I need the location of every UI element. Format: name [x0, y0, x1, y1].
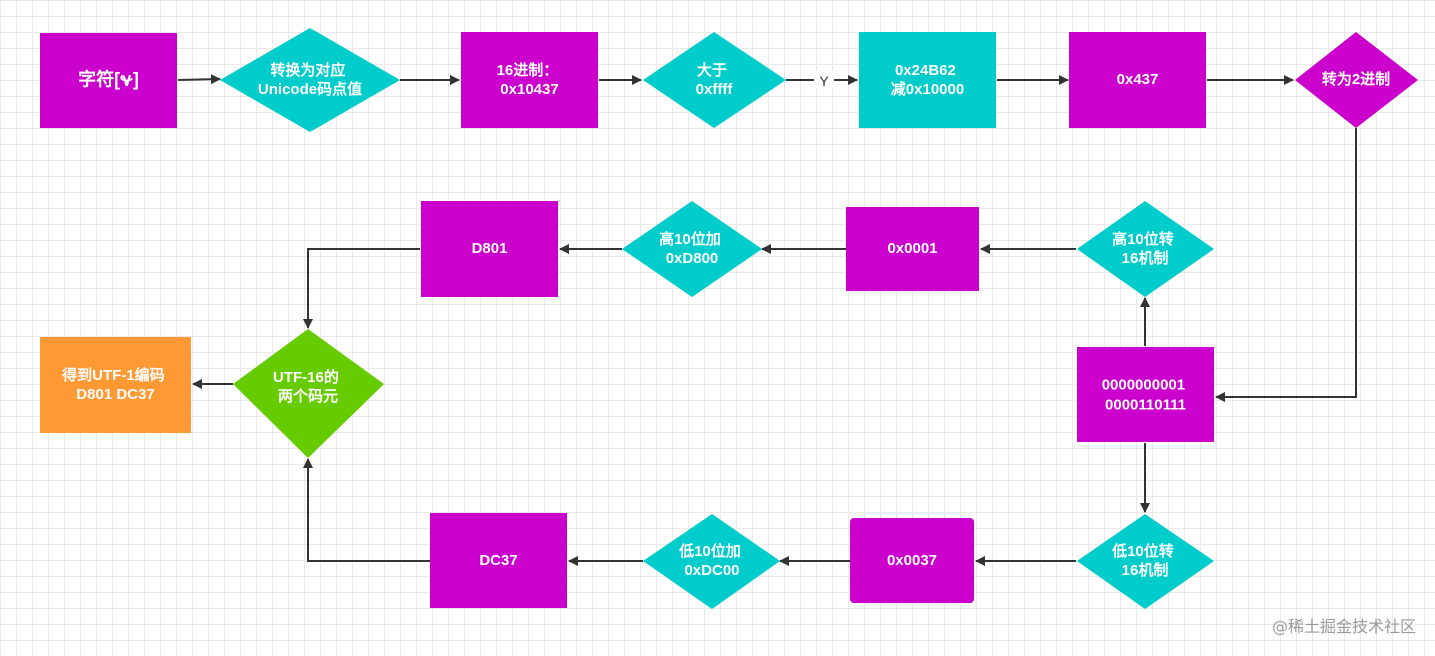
node-low-hex-line-1: 低10位转: [1111, 542, 1174, 560]
node-result-line-2: D801 DC37: [76, 386, 154, 403]
node-high-hex-line-1: 高10位转: [1112, 230, 1174, 248]
node-subtract-line-1: 0x24B62: [895, 62, 956, 79]
svg-text:低10位转 16机制: 低10位转 16机制: [1111, 542, 1178, 579]
node-utf16-units[interactable]: UTF-16的 两个码元: [233, 329, 384, 458]
svg-text:DC37: DC37: [479, 552, 517, 569]
node-char[interactable]: 字符[𐐷]: [40, 33, 177, 128]
node-result[interactable]: 得到UTF-1编码 D801 DC37: [40, 337, 191, 433]
node-to-unicode[interactable]: 转换为对应 Unicode码点值: [220, 28, 400, 132]
node-low-add-line-2: 0xDC00: [684, 562, 739, 579]
svg-text:低10位加 0xDC00: 低10位加 0xDC00: [678, 542, 745, 579]
node-subtract-line-2: 减0x10000: [891, 80, 964, 98]
svg-text:转换为对应 Unicode码点值: 转换为对应 Unicode码点值: [258, 61, 362, 98]
node-to-binary[interactable]: 转为2进制: [1295, 32, 1418, 128]
svg-text:大于 0xffff: 大于 0xffff: [696, 61, 734, 98]
node-char-line-1: 字符[𐐷]: [78, 68, 139, 89]
node-gt-ffff-line-1: 大于: [697, 61, 727, 79]
node-high-add[interactable]: 高10位加 0xD800: [622, 201, 762, 297]
svg-text:高10位转 16机制: 高10位转 16机制: [1112, 230, 1178, 267]
node-dc37[interactable]: DC37: [430, 513, 567, 608]
watermark: @稀土掘金技术社区: [1272, 617, 1416, 636]
node-d801[interactable]: D801: [421, 201, 558, 297]
node-utf16-units-line-2: 两个码元: [278, 387, 338, 405]
edges: [177, 74, 1357, 566]
node-hex[interactable]: 16进制： 0x10437: [461, 32, 598, 128]
node-to-binary-line-1: 转为2进制: [1322, 70, 1390, 88]
node-subtract[interactable]: 0x24B62 减0x10000: [859, 32, 996, 128]
node-binary-line-2: 0000110111: [1105, 396, 1186, 413]
node-high-add-line-2: 0xD800: [666, 250, 719, 267]
node-low-hex-line-2: 16机制: [1122, 561, 1169, 579]
svg-text:0x0001: 0x0001: [887, 240, 937, 257]
svg-text:UTF-16的 两个码元: UTF-16的 两个码元: [273, 368, 343, 405]
node-binary[interactable]: 0000000001 0000110111: [1077, 347, 1214, 442]
svg-text:D801: D801: [472, 240, 508, 257]
node-to-unicode-line-2: Unicode码点值: [258, 80, 362, 98]
node-hex-line-1: 16进制：: [497, 61, 559, 79]
edge-d801-to-utf16: [303, 248, 420, 329]
edge-binary-conv-to-binary: [1215, 128, 1357, 402]
node-binary-line-1: 0000000001: [1102, 376, 1185, 393]
svg-text:得到UTF-1编码 D801 DC37: 得到UTF-1编码 D801 DC37: [61, 366, 169, 403]
svg-text:0x437: 0x437: [1117, 71, 1159, 88]
node-low-val[interactable]: 0x0037: [850, 518, 974, 603]
edge-label-yes: Y: [819, 73, 829, 89]
node-low-hex[interactable]: 低10位转 16机制: [1077, 514, 1214, 609]
svg-text:0x24B62 减0x10000: 0x24B62 减0x10000: [891, 62, 964, 98]
node-high-val[interactable]: 0x0001: [846, 207, 979, 291]
edge-label-bg: [814, 71, 834, 89]
node-high-add-line-1: 高10位加: [659, 230, 721, 248]
node-low-add-line-1: 低10位加: [678, 542, 741, 560]
node-dc37-line-1: DC37: [479, 552, 517, 569]
edge-dc37-to-utf16: [303, 458, 430, 562]
node-hex-line-2: 0x10437: [500, 81, 558, 98]
node-high-hex-line-2: 16机制: [1122, 249, 1169, 267]
node-to-unicode-line-1: 转换为对应: [270, 61, 345, 79]
node-result-437[interactable]: 0x437: [1069, 32, 1206, 128]
svg-text:转为2进制: 转为2进制: [1322, 70, 1390, 88]
node-gt-ffff[interactable]: 大于 0xffff: [643, 32, 786, 128]
node-high-hex[interactable]: 高10位转 16机制: [1077, 201, 1214, 297]
node-high-val-line-1: 0x0001: [887, 240, 937, 257]
svg-text:高10位加 0xD800: 高10位加 0xD800: [659, 230, 725, 267]
node-low-val-line-1: 0x0037: [887, 552, 937, 569]
node-d801-line-1: D801: [472, 240, 508, 257]
svg-text:16进制： 0x10437: 16进制： 0x10437: [497, 61, 563, 98]
node-utf16-units-line-1: UTF-16的: [273, 368, 339, 386]
node-low-add[interactable]: 低10位加 0xDC00: [643, 514, 780, 609]
node-result-line-1: 得到UTF-1编码: [61, 366, 165, 384]
node-gt-ffff-line-2: 0xffff: [696, 81, 734, 98]
edge-char-to-unicode: [177, 74, 221, 85]
svg-text:0000000001 0000110111: 0000000001 0000110111: [1102, 376, 1190, 413]
svg-text:0x0037: 0x0037: [887, 552, 937, 569]
svg-text:字符[𐐷]: 字符[𐐷]: [78, 68, 139, 89]
node-result-437-line-1: 0x437: [1117, 71, 1159, 88]
